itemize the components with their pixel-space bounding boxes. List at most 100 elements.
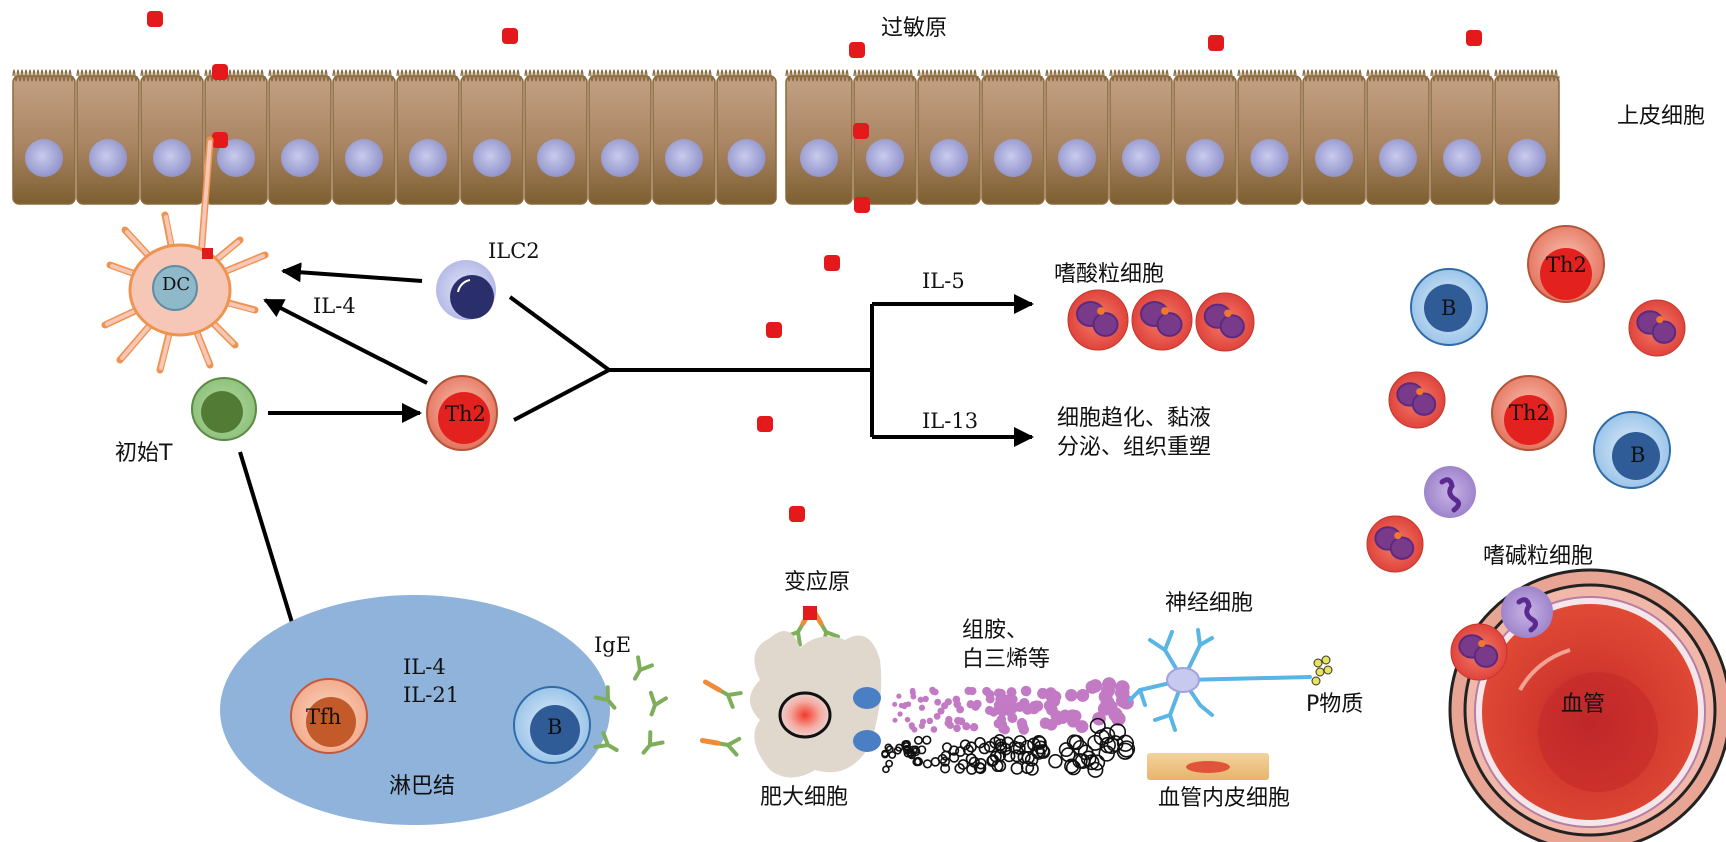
histamine-granule xyxy=(896,693,902,699)
leukotriene-granule xyxy=(1087,761,1104,778)
mediators-label: 组胺、 白三烯等 xyxy=(962,618,1051,672)
allergen-particle xyxy=(757,416,773,432)
epithelial-nucleus xyxy=(409,139,447,177)
ige-antibody xyxy=(699,736,742,757)
endothelial-cell-label: 血管内皮细胞 xyxy=(1158,786,1291,811)
microvilli xyxy=(785,69,851,82)
leukotriene-granule xyxy=(1089,754,1106,771)
epithelial-cell xyxy=(268,69,332,205)
allergen-particle xyxy=(766,322,782,338)
leukotriene-granule xyxy=(965,741,977,753)
mast-cell-label: 肥大细胞 xyxy=(760,785,849,810)
histamine-granule xyxy=(1018,724,1030,735)
microvilli xyxy=(1237,69,1299,82)
leukotriene-granule xyxy=(968,756,980,768)
epithelial-cell xyxy=(396,69,460,205)
microvilli xyxy=(716,69,774,82)
microvilli xyxy=(917,69,979,82)
histamine-granule xyxy=(898,702,905,709)
epithelial-nucleus xyxy=(1315,139,1353,177)
microvilli xyxy=(1109,69,1171,82)
epithelial-cell xyxy=(12,69,76,205)
microvilli xyxy=(1173,69,1235,82)
ige-label: IgE xyxy=(594,633,632,657)
allergen-particle xyxy=(1208,35,1224,51)
epithelial-cell-label: 上皮细胞 xyxy=(1617,104,1706,129)
tissue-eosinophils xyxy=(1366,299,1686,573)
epithelial-nucleus xyxy=(473,139,511,177)
microvilli xyxy=(524,69,586,82)
histamine-granule xyxy=(993,700,1004,710)
epithelial-cell xyxy=(785,69,853,205)
ige-antibody xyxy=(641,730,665,755)
allergen-on-mast-cell xyxy=(803,606,817,620)
leukotriene-granule xyxy=(940,756,951,767)
allergen-particle xyxy=(854,197,870,213)
histamine-granule xyxy=(997,707,1008,717)
ige-antibody xyxy=(633,655,654,681)
allergen-particle xyxy=(824,255,840,271)
leukotriene-granule xyxy=(940,763,951,774)
ige-antibodies xyxy=(593,606,840,757)
histamine-granule xyxy=(1085,680,1099,694)
leukotriene-granule xyxy=(1072,753,1088,769)
eosinophil xyxy=(1366,515,1424,573)
leukotriene-granule xyxy=(882,765,890,774)
histamine-granule xyxy=(953,700,962,709)
leukotriene-granule xyxy=(903,749,913,758)
leukotriene-granule xyxy=(974,737,986,749)
naive-t-cell xyxy=(191,377,257,441)
allergen-label: 过敏原 xyxy=(881,16,948,41)
ige-receptor xyxy=(699,737,721,746)
microvilli xyxy=(76,69,138,82)
histamine-granule xyxy=(969,723,979,732)
il4-lymph-label: IL-4 xyxy=(403,655,446,679)
leukotriene-granule xyxy=(940,750,951,761)
pathway-arrows xyxy=(238,262,1034,731)
histamine-granule xyxy=(945,715,953,724)
leukotriene-granule xyxy=(1068,734,1085,751)
leukotriene-granule xyxy=(1048,754,1063,769)
dc-label: DC xyxy=(162,274,191,295)
lymph-node xyxy=(220,595,610,825)
lymph-b-cell xyxy=(513,686,591,764)
histamine-granule xyxy=(892,717,898,723)
epithelial-nucleus xyxy=(665,139,703,177)
mediator-granules xyxy=(881,677,1136,778)
tissue-b-cell-1 xyxy=(1410,268,1488,346)
leukotriene-granule xyxy=(1083,754,1100,771)
histamine-granule xyxy=(1007,713,1018,724)
connector-merge xyxy=(508,295,613,422)
microvilli xyxy=(140,69,202,82)
microvilli xyxy=(12,69,74,82)
arrow-th2-to-dc xyxy=(263,298,428,385)
histamine-granule xyxy=(982,686,992,696)
epithelial-nucleus xyxy=(217,139,255,177)
blood-vessel xyxy=(1448,568,1726,842)
epithelial-nucleus xyxy=(1058,139,1096,177)
epithelial-nucleus xyxy=(89,139,127,177)
epithelial-nucleus xyxy=(800,139,838,177)
leukotriene-granule xyxy=(1020,760,1035,775)
histamine-granule xyxy=(1008,702,1019,713)
histamine-granule xyxy=(910,693,917,700)
leukotriene-granule xyxy=(885,759,894,768)
histamine-granule xyxy=(1039,717,1052,729)
leukotriene-granule xyxy=(1103,737,1120,755)
b-cell-label: B xyxy=(547,715,563,739)
epithelial-nucleus xyxy=(25,139,63,177)
il5-label: IL-5 xyxy=(922,269,965,293)
leukotriene-granule xyxy=(1064,758,1080,774)
tissue-th2-label-2: Th2 xyxy=(1509,401,1550,425)
epithelial-nucleus xyxy=(866,139,904,177)
il13-effect-label: 细胞趋化、黏液 分泌、组织重塑 xyxy=(1057,406,1212,460)
allergen-particle xyxy=(1466,30,1482,46)
histamine-granule xyxy=(929,686,936,694)
arrow-ilc2-to-dc xyxy=(281,262,423,283)
leukotriene-granule xyxy=(1087,734,1104,751)
histamine-granule xyxy=(917,696,924,703)
leukotriene-granule xyxy=(957,759,969,770)
epithelial-nucleus xyxy=(601,139,639,177)
microvilli xyxy=(396,69,458,82)
